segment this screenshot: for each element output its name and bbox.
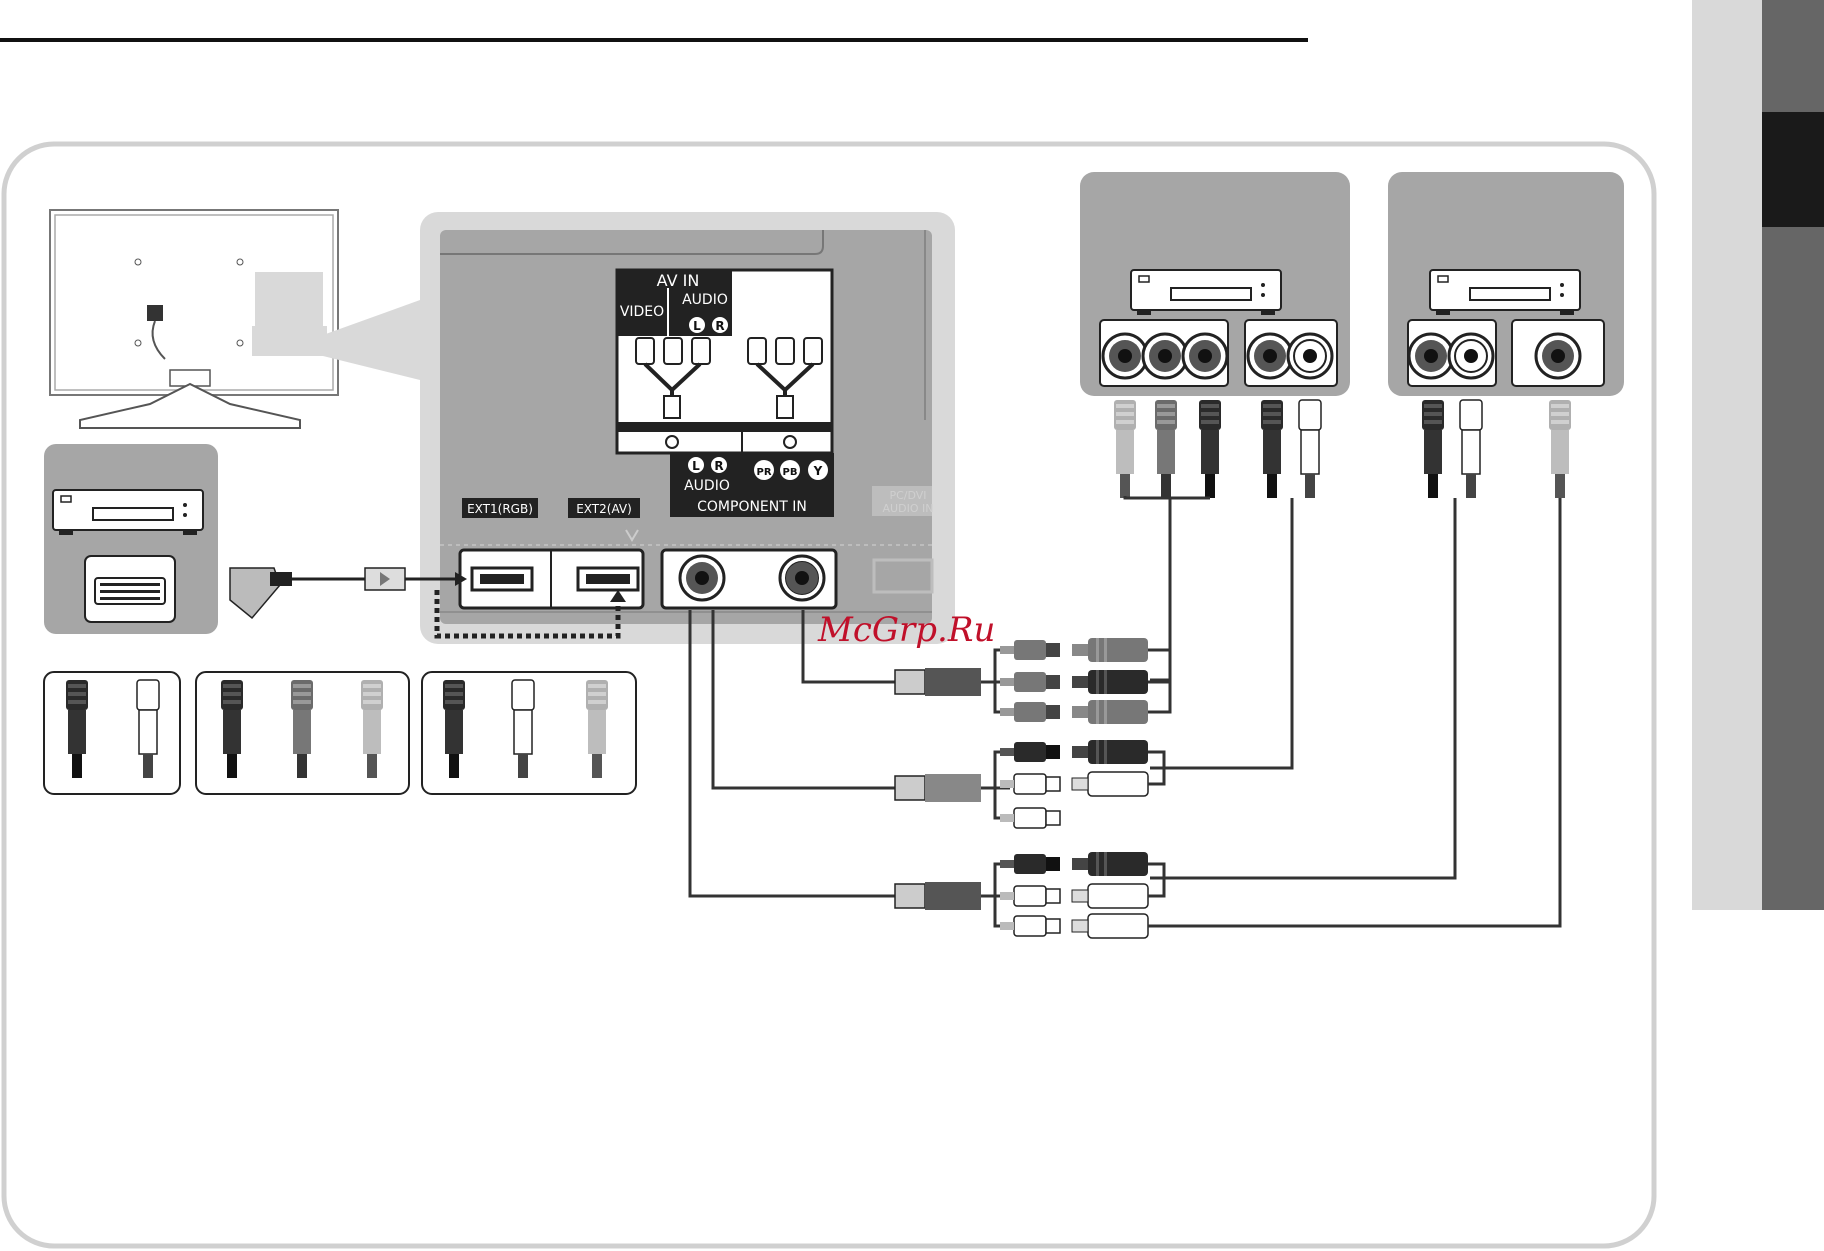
side-tab-black	[1762, 112, 1824, 227]
r-label-bottom: R	[714, 459, 723, 473]
r-label-top: R	[715, 319, 724, 333]
cable-legend	[44, 672, 636, 794]
side-tab-dark-bottom	[1762, 227, 1824, 910]
watermark: McGrp.Ru	[817, 610, 995, 650]
audio-in-label: AUDIO IN	[883, 502, 934, 515]
component-in-label: COMPONENT IN	[697, 499, 807, 515]
audio-label: AUDIO	[682, 292, 728, 308]
header-rule	[0, 38, 1308, 42]
audio-bottom-label: AUDIO	[684, 478, 730, 494]
pb-label: PB	[783, 467, 798, 478]
ext2-label: EXT2(AV)	[576, 502, 632, 516]
ext1-label: EXT1(RGB)	[467, 502, 533, 516]
side-tab-light	[1692, 0, 1762, 910]
scart-device-box	[44, 444, 218, 634]
pr-label: PR	[756, 467, 771, 478]
av-in-label: AV IN	[657, 271, 700, 290]
y-label: Y	[813, 464, 823, 478]
l-label-bottom: L	[692, 459, 700, 473]
l-label-top: L	[693, 319, 701, 333]
pc-dvi-label: PC/DVI	[889, 489, 926, 502]
side-tab-dark-top	[1762, 0, 1824, 112]
component-device-box	[1080, 172, 1350, 498]
video-label: VIDEO	[620, 304, 664, 320]
